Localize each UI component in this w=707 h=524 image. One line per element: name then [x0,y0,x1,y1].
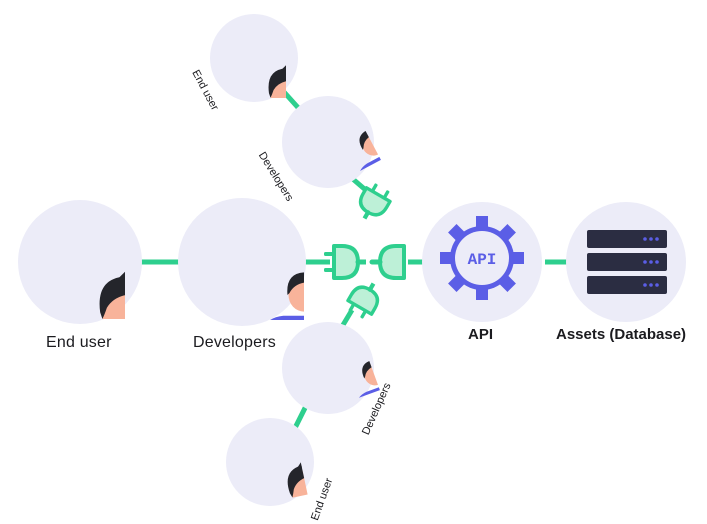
api-gear-icon: API [440,216,524,300]
node-end-user-bottom [226,418,314,524]
node-developers-top [282,96,427,206]
api-label: API [468,326,494,343]
node-circle [282,96,374,188]
database-server-icon [587,230,667,294]
end-user-label: End user [46,334,112,351]
node-circle [282,322,374,414]
node-end-user-top [210,14,298,102]
node-end-user-main [18,200,142,324]
plug-connection [324,244,406,280]
node-assets [566,202,686,322]
api-badge-text: API [468,251,497,269]
developers-label: Developers [193,334,276,351]
socket-icon [369,244,406,280]
node-developers-main [178,198,306,326]
assets-label: Assets (Database) [556,326,687,343]
node-circle [178,198,306,326]
node-developers-bottom [282,322,421,432]
plug-icon [324,246,366,278]
node-api: API [422,202,542,322]
